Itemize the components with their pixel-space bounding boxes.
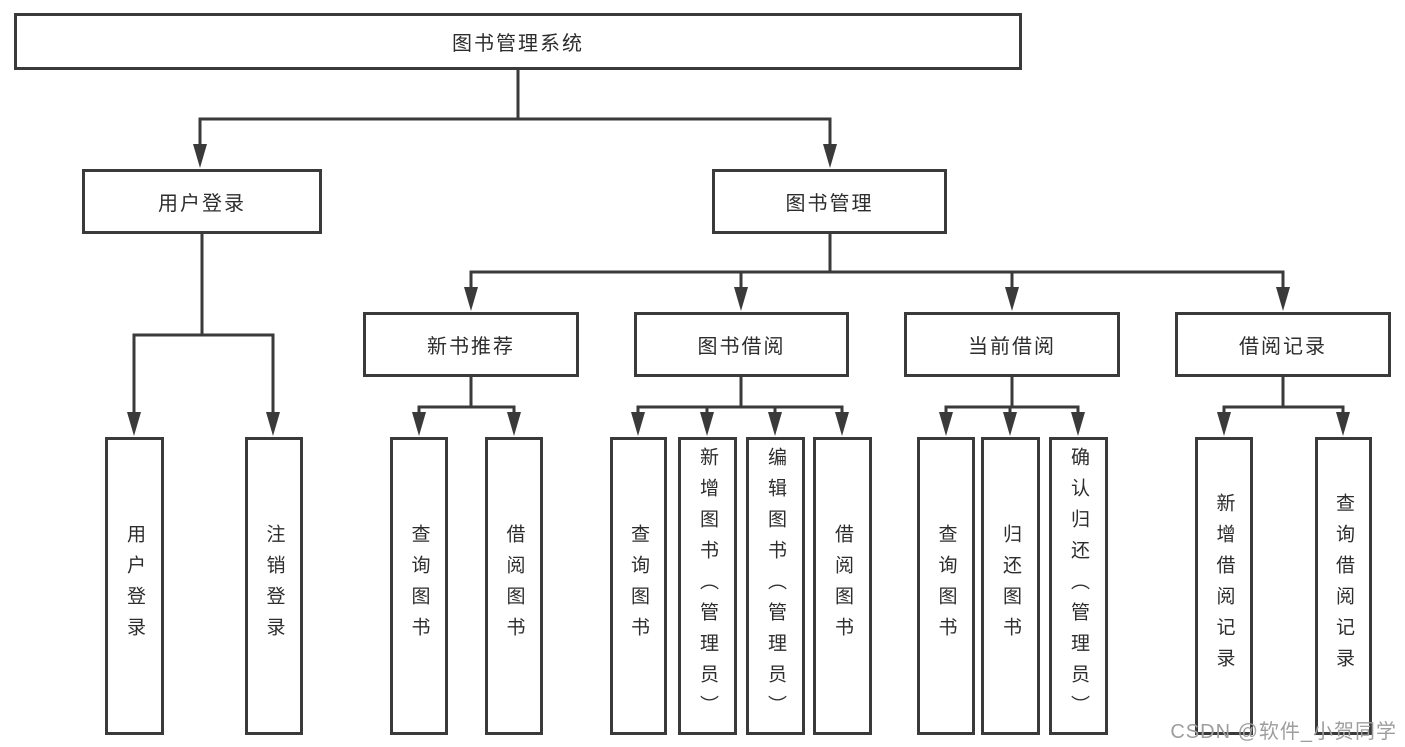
node-leaf-logout: 注销登录 — [245, 437, 303, 735]
node-leaf-edit-books-admin: 编辑图书（管理员） — [746, 437, 805, 735]
node-leaf-borrow-books: 借阅图书 — [813, 437, 872, 735]
node-label: 查询图书 — [408, 524, 430, 648]
node-label: 新增图书（管理员） — [697, 446, 718, 726]
node-label: 查询图书 — [628, 524, 649, 648]
node-label: 图书借阅 — [697, 336, 786, 358]
node-label: 注销登录 — [263, 524, 285, 648]
node-label: 用户登录 — [124, 524, 145, 648]
node-leaf-query-books-current: 查询图书 — [917, 437, 975, 735]
node-label: 编辑图书（管理员） — [765, 446, 786, 726]
csdn-watermark: CSDN @软件_小贺同学 — [1170, 721, 1397, 743]
node-book-borrow: 图书借阅 — [634, 312, 849, 377]
node-label: 借阅图书 — [503, 524, 525, 648]
node-leaf-return-books: 归还图书 — [981, 437, 1040, 735]
node-book-management: 图书管理 — [712, 169, 947, 234]
node-label: 图书管理 — [785, 193, 874, 215]
node-label: 用户登录 — [158, 193, 246, 215]
node-label: 确认归还（管理员） — [1068, 446, 1089, 726]
node-leaf-query-borrow-record: 查询借阅记录 — [1315, 437, 1372, 735]
node-new-book-recommend: 新书推荐 — [363, 312, 579, 377]
node-label: 归还图书 — [1000, 524, 1021, 648]
node-label: 新增借阅记录 — [1213, 493, 1235, 679]
node-label: 查询借阅记录 — [1333, 493, 1354, 679]
node-borrow-records: 借阅记录 — [1175, 312, 1391, 377]
node-label: 图书管理系统 — [452, 33, 584, 55]
node-root: 图书管理系统 — [14, 13, 1022, 70]
node-label: 新书推荐 — [427, 336, 515, 358]
node-label: 借阅图书 — [832, 524, 853, 648]
node-leaf-add-borrow-record: 新增借阅记录 — [1195, 437, 1253, 735]
node-current-borrow: 当前借阅 — [904, 312, 1120, 377]
node-label: 借阅记录 — [1239, 336, 1327, 358]
node-leaf-query-books-recommend: 查询图书 — [390, 437, 448, 735]
node-leaf-borrow-books-recommend: 借阅图书 — [485, 437, 543, 735]
node-label: 查询图书 — [935, 524, 957, 648]
node-leaf-add-books-admin: 新增图书（管理员） — [678, 437, 737, 735]
node-leaf-query-books-borrow: 查询图书 — [610, 437, 667, 735]
node-label: 当前借阅 — [968, 336, 1056, 358]
node-user-login: 用户登录 — [82, 169, 322, 234]
node-leaf-user-login: 用户登录 — [105, 437, 164, 735]
node-leaf-confirm-return-admin: 确认归还（管理员） — [1049, 437, 1108, 735]
